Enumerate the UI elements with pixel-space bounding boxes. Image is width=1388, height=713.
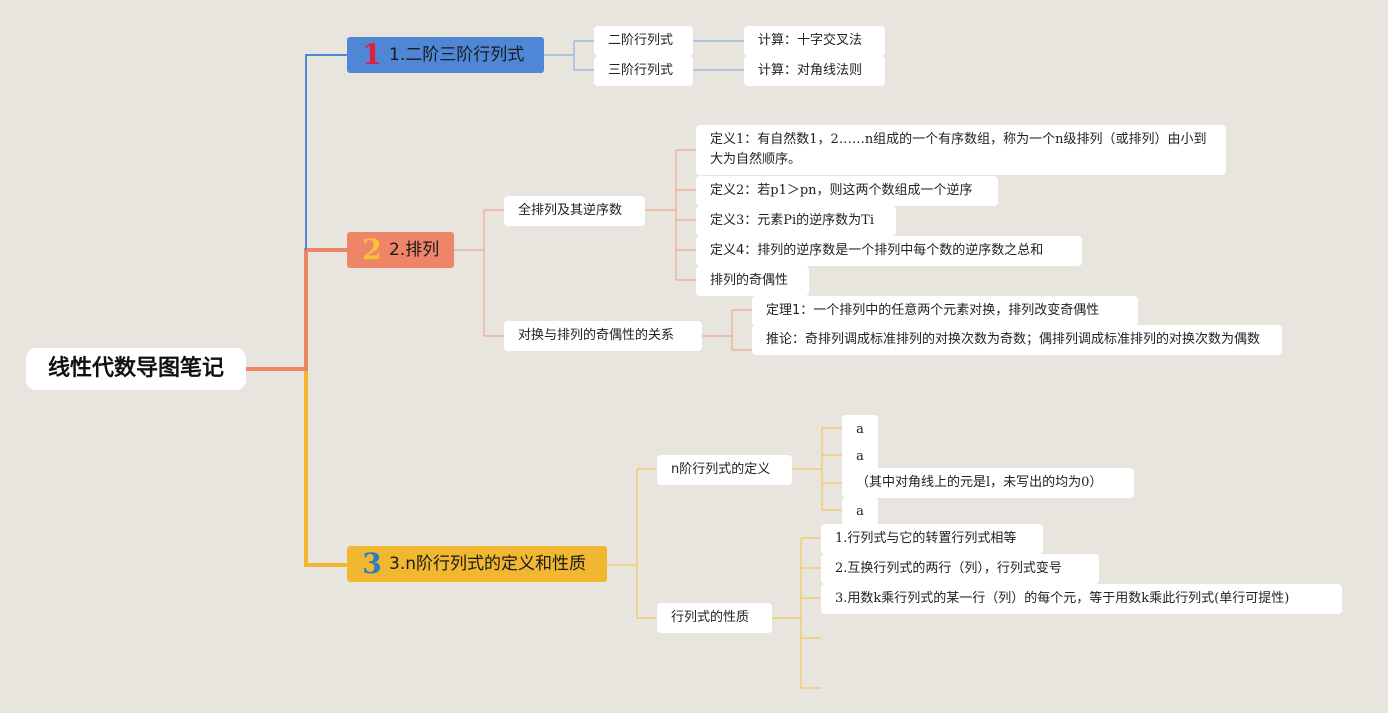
node-property-1[interactable]: 1.行列式与它的转置行列式相等 bbox=[821, 524, 1043, 554]
node-full-permutation[interactable]: 全排列及其逆序数 bbox=[504, 196, 645, 226]
node-swap-parity[interactable]: 对换与排列的奇偶性的关系 bbox=[504, 321, 702, 351]
branch-label: 1.二阶三阶行列式 bbox=[389, 45, 525, 65]
node-second-order[interactable]: 二阶行列式 bbox=[594, 26, 693, 56]
root-node[interactable]: 线性代数导图笔记 bbox=[26, 348, 246, 390]
link-b1-calc bbox=[693, 40, 744, 71]
node-definition-2[interactable]: 定义2：若p1＞pn，则这两个数组成一个逆序 bbox=[696, 176, 998, 206]
node-def-item-a-1[interactable]: a bbox=[842, 415, 878, 445]
node-diagonal-rule[interactable]: 计算：对角线法则 bbox=[744, 56, 885, 86]
node-property-3[interactable]: 3.用数k乘行列式的某一行（列）的每个元，等于用数k乘此行列式(单行可提性) bbox=[821, 584, 1342, 614]
link-b2-children bbox=[454, 209, 504, 337]
branch-permutation[interactable]: 2 2.排列 bbox=[347, 232, 454, 268]
branch-determinants-2-3[interactable]: 1 1.二阶三阶行列式 bbox=[347, 37, 544, 73]
branch-number-1: 1 bbox=[362, 38, 382, 71]
branch-n-order-determinant[interactable]: 3 3.n阶行列式的定义和性质 bbox=[347, 546, 607, 582]
link-b1-children bbox=[544, 40, 594, 71]
node-cross-method[interactable]: 计算：十字交叉法 bbox=[744, 26, 885, 56]
node-definition-1[interactable]: 定义1：有自然数1，2……n组成的一个有序数组，称为一个n级排列（或排列）由小到… bbox=[696, 125, 1226, 175]
link-b3-def bbox=[792, 427, 842, 511]
link-b2-defs bbox=[645, 149, 696, 281]
branch-label: 2.排列 bbox=[389, 240, 440, 260]
branch-label: 3.n阶行列式的定义和性质 bbox=[389, 554, 586, 574]
link-b3-props bbox=[772, 537, 821, 689]
node-def-item-a-3[interactable]: a bbox=[842, 497, 878, 527]
branch-number-3: 3 bbox=[362, 547, 382, 580]
node-def-item-a-2[interactable]: a bbox=[842, 442, 878, 472]
link-root-b3 bbox=[246, 367, 347, 567]
link-root-b2 bbox=[246, 248, 347, 371]
node-corollary[interactable]: 推论：奇排列调成标准排列的对换次数为奇数；偶排列调成标准排列的对换次数为偶数 bbox=[752, 325, 1282, 355]
link-b2-theorems bbox=[702, 309, 752, 351]
node-parity[interactable]: 排列的奇偶性 bbox=[696, 266, 809, 296]
node-definition-3[interactable]: 定义3：元素Pi的逆序数为Ti bbox=[696, 206, 896, 236]
link-b3-children bbox=[607, 468, 657, 619]
node-third-order[interactable]: 三阶行列式 bbox=[594, 56, 693, 86]
branch-number-2: 2 bbox=[362, 233, 382, 266]
node-definition-4[interactable]: 定义4：排列的逆序数是一个排列中每个数的逆序数之总和 bbox=[696, 236, 1082, 266]
node-property-2[interactable]: 2.互换行列式的两行（列），行列式变号 bbox=[821, 554, 1099, 584]
node-determinant-properties[interactable]: 行列式的性质 bbox=[657, 603, 772, 633]
node-theorem-1[interactable]: 定理1：一个排列中的任意两个元素对换，排列改变奇偶性 bbox=[752, 296, 1138, 326]
node-def-item-note[interactable]: （其中对角线上的元是l，未写出的均为0） bbox=[842, 468, 1134, 498]
link-root-b1 bbox=[305, 54, 347, 250]
node-n-order-definition[interactable]: n阶行列式的定义 bbox=[657, 455, 792, 485]
